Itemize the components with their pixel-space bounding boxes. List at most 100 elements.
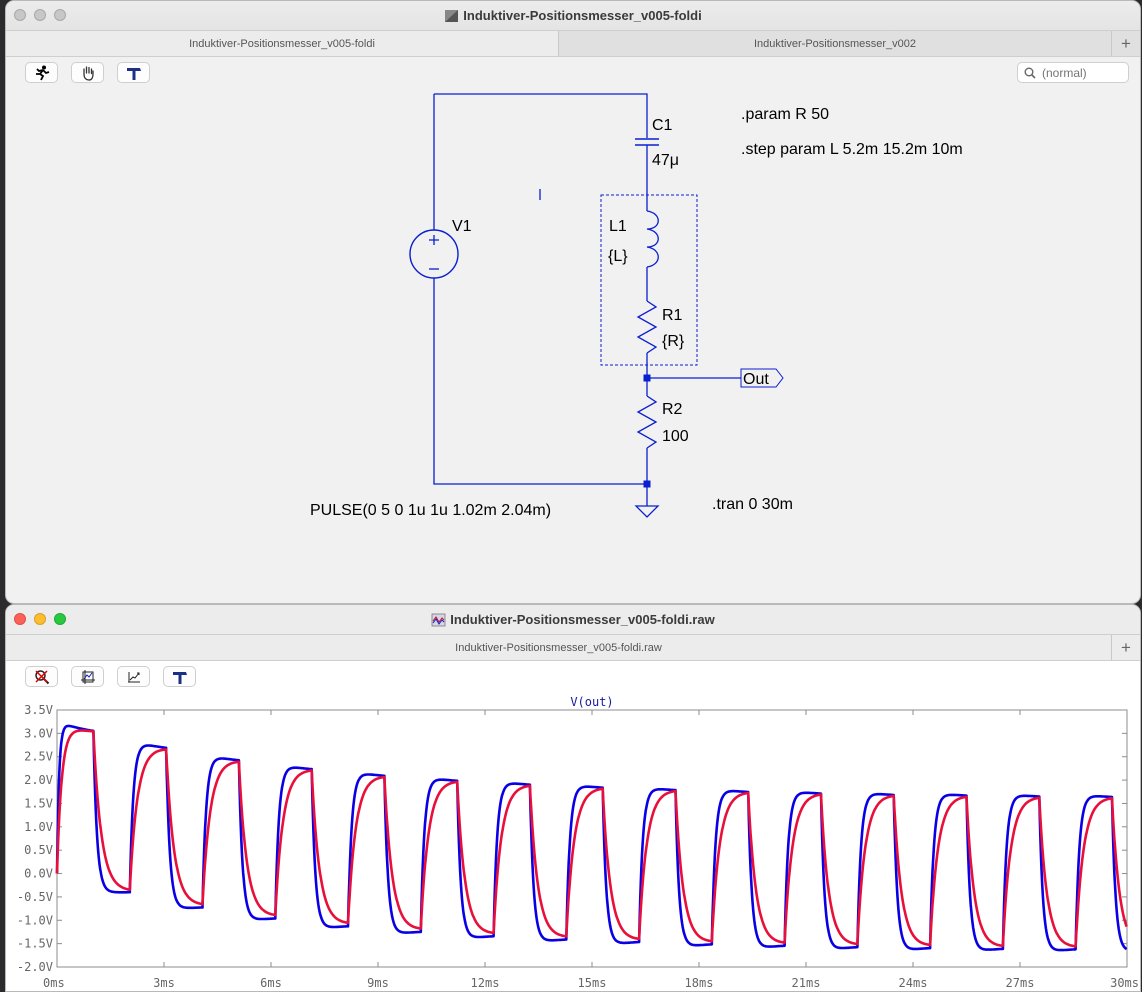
plot-axes: 3.5V 3.0V 2.5V 2.0V 1.5V 1.0V 0.5V 0.0V -0.5V -1.… (17, 703, 1139, 990)
x-tick-label: 9ms (367, 976, 389, 990)
plot-window-title: Induktiver-Positionsmesser_v005-foldi.ra… (450, 612, 715, 627)
capacitor-c1 (635, 138, 659, 146)
ground-symbol (634, 505, 660, 518)
window-controls (14, 9, 66, 21)
y-tick-label: 2.5V (24, 750, 53, 764)
waveform-plot[interactable]: V(out) 3.5V 3.0V 2.5V 2.0V 1.5V 1.0V 0.5V 0.0V -… (6, 605, 1141, 992)
close-button[interactable] (14, 9, 26, 21)
r1-value: {R} (662, 333, 685, 350)
autorange-button[interactable] (71, 666, 104, 687)
plot-window: Induktiver-Positionsmesser_v005-foldi.ra… (5, 604, 1141, 992)
y-tick-label: -1.0V (17, 913, 53, 927)
y-tick-label: 2.0V (24, 773, 53, 787)
l1-label: L1 (609, 218, 627, 235)
component-group-box (600, 194, 698, 366)
v1-plus (429, 235, 439, 245)
zoom-cancel-button[interactable] (25, 666, 58, 687)
search-field[interactable] (1017, 62, 1129, 83)
tab-label: Induktiver-Positionsmesser_v005-foldi.ra… (455, 641, 662, 654)
x-tick-label: 21ms (792, 976, 821, 990)
schematic-canvas[interactable]: C1 47μ V1 L1 {L} R1 {R} Out R2 100 PULSE… (6, 1, 1141, 604)
tab-schematic-v005[interactable]: Induktiver-Positionsmesser_v005-foldi (6, 31, 559, 56)
x-tick-label: 6ms (260, 976, 282, 990)
schematic-doc-icon (445, 9, 459, 22)
schematic-tabbar: Induktiver-Positionsmesser_v005-foldi In… (6, 30, 1140, 57)
pan-hand-icon (82, 65, 94, 81)
autorange-icon (80, 669, 95, 684)
x-tick-label: 12ms (471, 976, 500, 990)
wire-top (434, 93, 648, 138)
search-icon (1024, 67, 1036, 79)
y-tick-label: 0.5V (24, 843, 53, 857)
y-tick-label: 3.0V (24, 726, 53, 740)
probe-hammer-icon (126, 67, 141, 80)
out-port (740, 368, 784, 388)
x-tick-label: 24ms (899, 976, 928, 990)
minimize-button[interactable] (34, 613, 46, 625)
inductor-l1 (646, 210, 659, 268)
l1-value: {L} (608, 248, 628, 265)
y-tick-label: -0.5V (17, 890, 53, 904)
tran-directive: .tran 0 30m (712, 496, 793, 513)
add-tab-button[interactable]: + (1121, 33, 1131, 53)
r2-label: R2 (662, 401, 683, 418)
pan-button[interactable] (71, 62, 104, 83)
tab-schematic-v002[interactable]: Induktiver-Positionsmesser_v002 (559, 31, 1112, 56)
window-controls (14, 613, 66, 625)
param-directive: .param R 50 (741, 106, 829, 123)
y-tick-label: -1.5V (17, 937, 53, 951)
zoom-button[interactable] (54, 9, 66, 21)
pan-icon (127, 671, 140, 682)
step-directive: .step param L 5.2m 15.2m 10m (741, 141, 963, 158)
plot-trace-title[interactable]: V(out) (570, 695, 613, 709)
c1-label: C1 (652, 117, 673, 134)
close-button[interactable] (14, 613, 26, 625)
r2-value: 100 (662, 428, 689, 445)
x-tick-label: 3ms (153, 976, 175, 990)
probe-hammer-icon (172, 671, 187, 684)
node-junction-gnd (643, 480, 651, 488)
voltage-source-v1 (409, 229, 459, 279)
out-label: Out (743, 371, 769, 388)
trace-series-2[interactable] (55, 729, 1128, 948)
y-tick-label: 1.5V (24, 796, 53, 810)
pan-plot-button[interactable] (117, 666, 150, 687)
x-tick-label: 15ms (578, 976, 607, 990)
wire-left (433, 94, 647, 485)
y-tick-label: 0.0V (24, 867, 53, 881)
resistor-r1 (636, 300, 658, 354)
schematic-titlebar[interactable]: Induktiver-Positionsmesser_v005-foldi (6, 1, 1140, 30)
schematic-window-title: Induktiver-Positionsmesser_v005-foldi (463, 8, 702, 23)
plot-titlebar[interactable]: Induktiver-Positionsmesser_v005-foldi.ra… (6, 605, 1140, 634)
node-junction-out (643, 374, 651, 382)
plot-tabbar: Induktiver-Positionsmesser_v005-foldi.ra… (6, 634, 1140, 661)
pulse-spec: PULSE(0 5 0 1u 1u 1.02m 2.04m) (310, 502, 551, 519)
c1-value: 47μ (652, 152, 679, 169)
run-icon (35, 65, 49, 80)
v1-label: V1 (452, 218, 472, 235)
x-tick-label: 27ms (1006, 976, 1035, 990)
minimize-button[interactable] (34, 9, 46, 21)
resistor-r2 (636, 395, 658, 449)
search-input[interactable] (1040, 64, 1120, 81)
x-tick-label: 30ms (1110, 976, 1139, 990)
y-tick-label: 3.5V (24, 703, 53, 717)
run-button[interactable] (25, 62, 58, 83)
zoom-cancel-icon (34, 669, 49, 684)
tab-label: Induktiver-Positionsmesser_v002 (753, 37, 917, 50)
add-tab-button[interactable]: + (1121, 637, 1131, 657)
x-tick-label: 18ms (685, 976, 714, 990)
probe-button[interactable] (117, 62, 150, 83)
probe-plot-button[interactable] (163, 666, 196, 687)
plot-traces (55, 724, 1128, 952)
waveform-doc-icon (431, 613, 446, 626)
schematic-window: Induktiver-Positionsmesser_v005-foldi In… (5, 0, 1141, 604)
tab-raw-file[interactable]: Induktiver-Positionsmesser_v005-foldi.ra… (6, 635, 1112, 660)
r1-label: R1 (662, 307, 683, 324)
zoom-button[interactable] (54, 613, 66, 625)
y-tick-label: 1.0V (24, 820, 53, 834)
x-tick-label: 0ms (43, 976, 65, 990)
y-tick-label: -2.0V (17, 960, 53, 974)
trace-series-1[interactable] (55, 724, 1128, 952)
tab-label: Induktiver-Positionsmesser_v005-foldi (189, 37, 375, 50)
